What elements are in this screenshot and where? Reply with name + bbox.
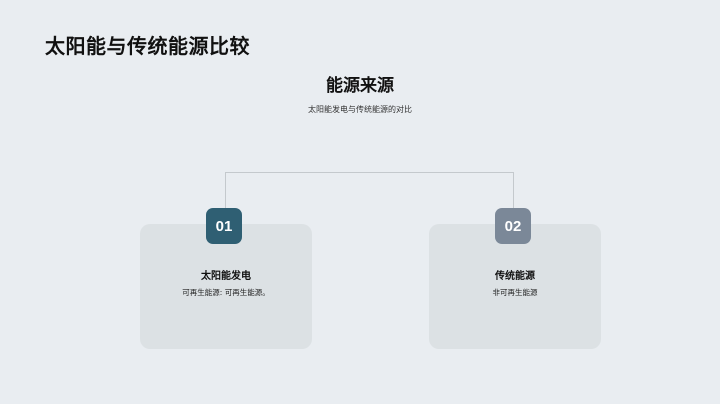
slide-title: 太阳能与传统能源比较 [45, 34, 250, 58]
card-heading: 太阳能发电 [201, 271, 251, 282]
section-subtitle: 太阳能发电与传统能源的对比 [308, 105, 412, 114]
section-title: 能源来源 [326, 76, 394, 96]
card-text: 可再生能源: 可再生能源。 [182, 288, 270, 297]
card-heading: 传统能源 [495, 271, 535, 282]
number-badge-01: 01 [206, 208, 242, 244]
card-solar: 太阳能发电 可再生能源: 可再生能源。 [140, 224, 312, 349]
card-traditional: 传统能源 非可再生能源 [429, 224, 601, 349]
card-text: 非可再生能源 [492, 288, 538, 297]
connector-line [225, 172, 514, 210]
number-badge-02: 02 [495, 208, 531, 244]
